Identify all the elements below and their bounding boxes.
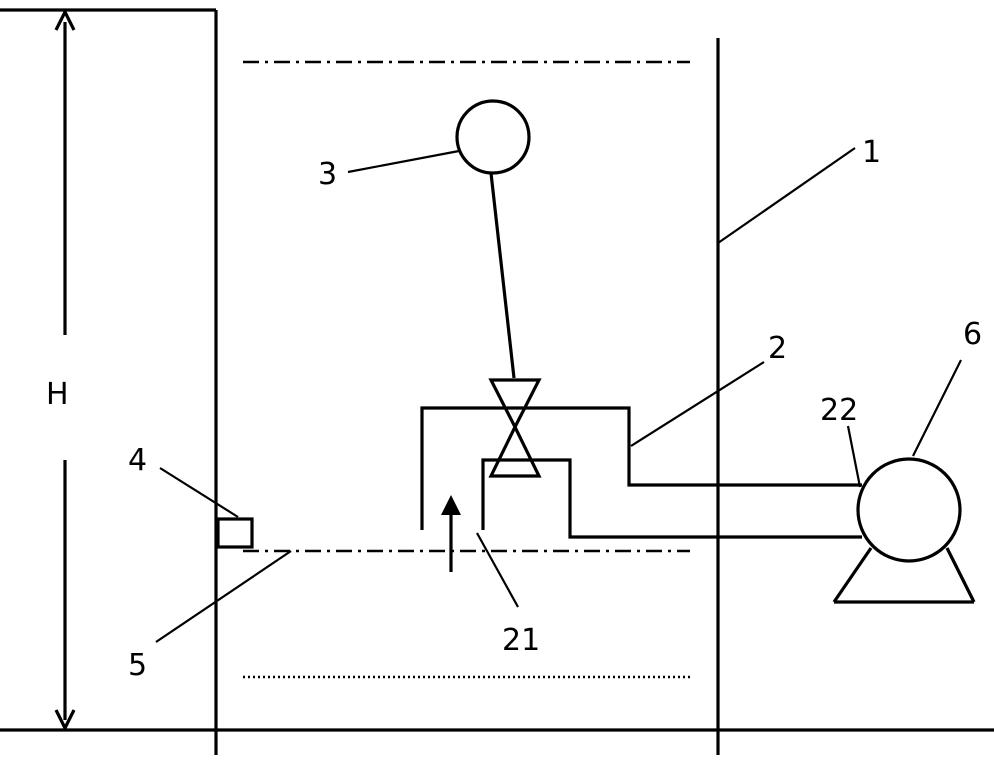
tank-leader — [717, 147, 856, 244]
height-label: H — [46, 377, 69, 412]
tank-structure — [0, 8, 994, 755]
pump-label: 6 — [963, 317, 982, 352]
pump-right-leg — [945, 547, 976, 603]
valve-upper-triangle — [488, 378, 542, 431]
tank-label: 1 — [862, 135, 881, 170]
inlet-leader — [476, 532, 519, 608]
pipe-inner-wall — [481, 458, 862, 539]
sensor: 4 — [128, 443, 254, 549]
pipe-label: 2 — [768, 331, 787, 366]
pump-inlet-label: 22 — [820, 393, 858, 428]
float-ball-leader — [347, 149, 460, 174]
pipe-outer-wall — [420, 406, 862, 530]
inlet-flow: 21 — [441, 495, 540, 658]
flow-arrow-head — [441, 495, 461, 515]
valve — [488, 378, 542, 478]
pump-left-leg — [832, 547, 873, 603]
valve-lower-triangle — [488, 423, 542, 478]
pump-body — [856, 457, 962, 563]
suction-pipe: 2 — [420, 331, 862, 539]
sensor-label: 4 — [128, 443, 147, 478]
float-rod — [489, 172, 516, 379]
pipe-leader — [630, 361, 765, 447]
height-arrow-up-head — [54, 8, 76, 31]
pump-leader — [912, 359, 962, 457]
tank-callout: 1 — [717, 135, 881, 244]
inlet-label: 21 — [502, 623, 540, 658]
pump: 6 22 — [820, 317, 982, 604]
float-ball — [455, 99, 531, 175]
height-dimension: H — [46, 8, 76, 732]
pump-inlet-leader — [846, 425, 862, 488]
float-ball-label: 3 — [318, 157, 337, 192]
water-level-leader — [155, 550, 292, 643]
float-ball-assembly: 3 — [318, 99, 531, 379]
water-level-label: 5 — [128, 648, 147, 683]
water-level-callout: 5 — [128, 550, 292, 683]
height-arrow-down-head — [54, 709, 76, 732]
sensor-leader — [159, 467, 239, 518]
sensor-box — [216, 517, 254, 549]
